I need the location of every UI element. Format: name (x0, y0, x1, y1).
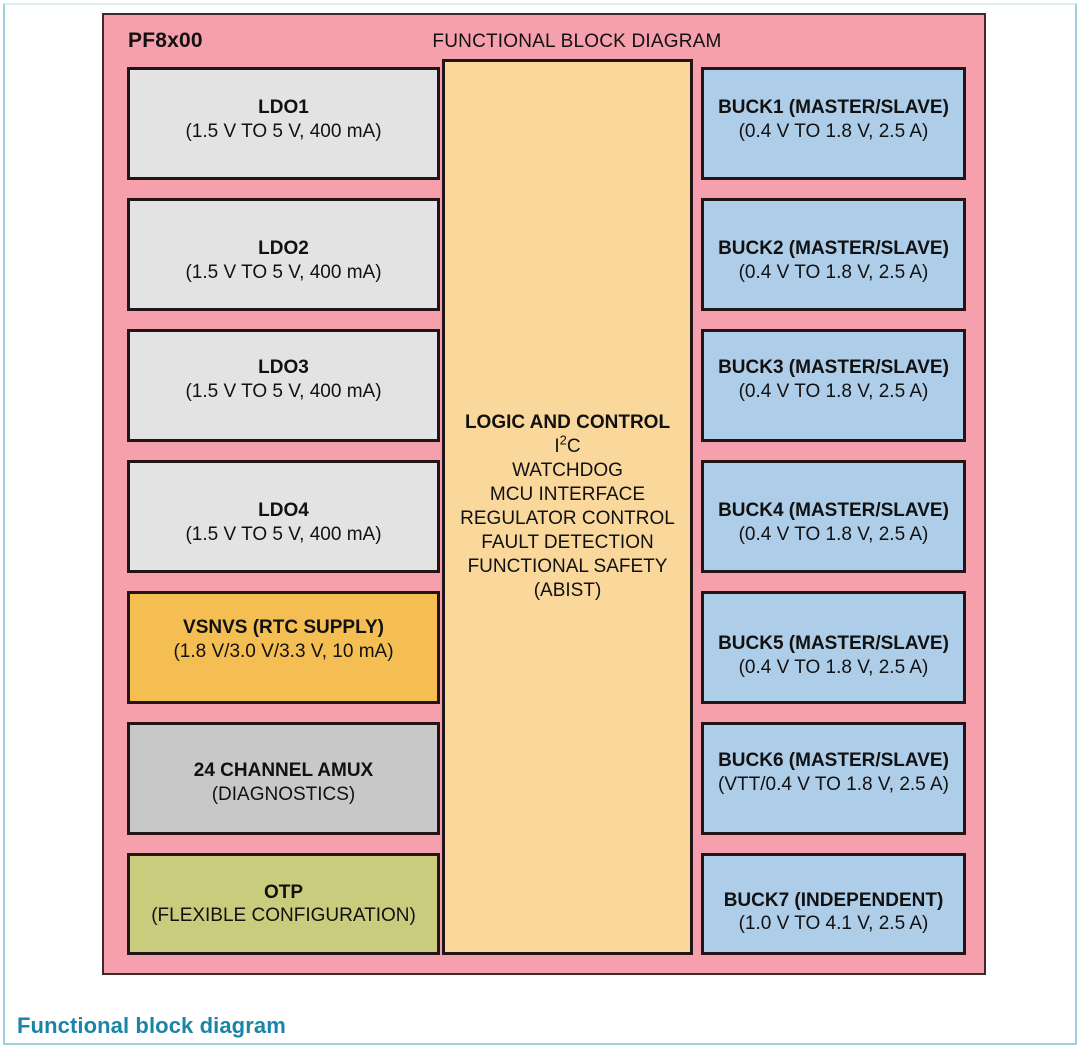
block-text: OTP(FLEXIBLE CONFIGURATION) (151, 881, 416, 927)
block-subtitle: (1.5 V TO 5 V, 400 mA) (185, 120, 382, 142)
block-title: BUCK6 (MASTER/SLAVE) (718, 750, 949, 772)
block-subtitle: (0.4 V TO 1.8 V, 2.5 A) (738, 523, 929, 545)
block-title: LDO2 (258, 238, 309, 260)
block-text: VSNVS (RTC SUPPLY)(1.8 V/3.0 V/3.3 V, 10… (173, 616, 393, 662)
block-text: BUCK1 (MASTER/SLAVE)(0.4 V TO 1.8 V, 2.5… (718, 96, 949, 142)
block-subtitle: (0.4 V TO 1.8 V, 2.5 A) (738, 380, 929, 402)
diagram-heading: FUNCTIONAL BLOCK DIAGRAM (432, 31, 722, 52)
block-buck5: BUCK5 (MASTER/SLAVE)(0.4 V TO 1.8 V, 2.5… (701, 591, 966, 704)
block-text: LDO3(1.5 V TO 5 V, 400 mA) (185, 356, 381, 402)
block-subtitle: (VTT/0.4 V TO 1.8 V, 2.5 A) (718, 773, 949, 795)
block-title: BUCK4 (MASTER/SLAVE) (718, 500, 949, 522)
logic-line-7: (ABIST) (533, 580, 602, 602)
block-title: BUCK5 (MASTER/SLAVE) (718, 633, 949, 655)
block-title: BUCK2 (MASTER/SLAVE) (718, 238, 949, 260)
block-text: 24 CHANNEL AMUX(DIAGNOSTICS) (194, 759, 373, 805)
block-title: BUCK7 (INDEPENDENT) (723, 889, 944, 911)
figure-frame: PF8x00 FUNCTIONAL BLOCK DIAGRAM LOGIC AN… (3, 3, 1077, 1045)
block-text: BUCK5 (MASTER/SLAVE)(0.4 V TO 1.8 V, 2.5… (718, 632, 949, 678)
block-text: BUCK6 (MASTER/SLAVE)(VTT/0.4 V TO 1.8 V,… (718, 749, 949, 795)
block-ldo1: LDO1(1.5 V TO 5 V, 400 mA) (127, 67, 440, 180)
logic-line-4: REGULATOR CONTROL (460, 508, 675, 529)
block-text: BUCK3 (MASTER/SLAVE)(0.4 V TO 1.8 V, 2.5… (718, 356, 949, 402)
block-title: BUCK3 (MASTER/SLAVE) (718, 357, 949, 379)
block-subtitle: (0.4 V TO 1.8 V, 2.5 A) (738, 120, 929, 142)
logic-line-5: FAULT DETECTION (481, 532, 654, 554)
block-amux: 24 CHANNEL AMUX(DIAGNOSTICS) (127, 722, 440, 835)
block-buck6: BUCK6 (MASTER/SLAVE)(VTT/0.4 V TO 1.8 V,… (701, 722, 966, 835)
logic-line-0: LOGIC AND CONTROL (464, 411, 671, 433)
block-subtitle: (1.0 V TO 4.1 V, 2.5 A) (738, 913, 929, 934)
block-text: LDO1(1.5 V TO 5 V, 400 mA) (185, 96, 381, 142)
block-subtitle: (0.4 V TO 1.8 V, 2.5 A) (738, 261, 929, 283)
block-subtitle: (1.5 V TO 5 V, 400 mA) (185, 523, 382, 545)
block-buck7: BUCK7 (INDEPENDENT)(1.0 V TO 4.1 V, 2.5 … (701, 853, 966, 955)
device-part-name: PF8x00 (128, 29, 203, 52)
block-text: BUCK2 (MASTER/SLAVE)(0.4 V TO 1.8 V, 2.5… (718, 237, 949, 283)
block-buck4: BUCK4 (MASTER/SLAVE)(0.4 V TO 1.8 V, 2.5… (701, 460, 966, 573)
block-title: LDO4 (258, 500, 309, 522)
logic-line-1: I2C (554, 432, 581, 457)
block-buck1: BUCK1 (MASTER/SLAVE)(0.4 V TO 1.8 V, 2.5… (701, 67, 966, 180)
block-buck3: BUCK3 (MASTER/SLAVE)(0.4 V TO 1.8 V, 2.5… (701, 329, 966, 442)
logic-line-6: FUNCTIONAL SAFETY (467, 556, 668, 578)
block-title: OTP (263, 881, 304, 903)
block-subtitle: (0.4 V TO 1.8 V, 2.5 A) (738, 656, 929, 678)
block-otp: OTP(FLEXIBLE CONFIGURATION) (127, 853, 440, 955)
block-text: LDO4(1.5 V TO 5 V, 400 mA) (185, 499, 381, 545)
figure-caption: Functional block diagram (17, 1013, 286, 1038)
block-ldo3: LDO3(1.5 V TO 5 V, 400 mA) (127, 329, 440, 442)
block-buck2: BUCK2 (MASTER/SLAVE)(0.4 V TO 1.8 V, 2.5… (701, 198, 966, 311)
block-ldo2: LDO2(1.5 V TO 5 V, 400 mA) (127, 198, 440, 311)
block-text: LDO2(1.5 V TO 5 V, 400 mA) (185, 237, 381, 283)
block-subtitle: (1.5 V TO 5 V, 400 mA) (185, 380, 382, 402)
block-subtitle: (1.8 V/3.0 V/3.3 V, 10 mA) (173, 640, 394, 662)
block-subtitle: (FLEXIBLE CONFIGURATION) (151, 905, 416, 926)
logic-line-2: WATCHDOG (512, 459, 623, 481)
block-ldo4: LDO4(1.5 V TO 5 V, 400 mA) (127, 460, 440, 573)
block-title: VSNVS (RTC SUPPLY) (183, 617, 384, 639)
block-title: LDO3 (258, 357, 309, 379)
block-subtitle: (1.5 V TO 5 V, 400 mA) (185, 261, 382, 283)
block-text: BUCK7 (INDEPENDENT)(1.0 V TO 4.1 V, 2.5 … (724, 889, 944, 935)
device-block-container: PF8x00 FUNCTIONAL BLOCK DIAGRAM LOGIC AN… (102, 13, 986, 975)
block-title: BUCK1 (MASTER/SLAVE) (718, 97, 949, 119)
block-title: LDO1 (258, 97, 309, 119)
logic-line-3: MCU INTERFACE (489, 483, 646, 505)
block-vsnvs: VSNVS (RTC SUPPLY)(1.8 V/3.0 V/3.3 V, 10… (127, 591, 440, 704)
block-title: 24 CHANNEL AMUX (193, 760, 374, 782)
block-subtitle: (DIAGNOSTICS) (211, 783, 356, 805)
block-text: BUCK4 (MASTER/SLAVE)(0.4 V TO 1.8 V, 2.5… (718, 499, 949, 545)
